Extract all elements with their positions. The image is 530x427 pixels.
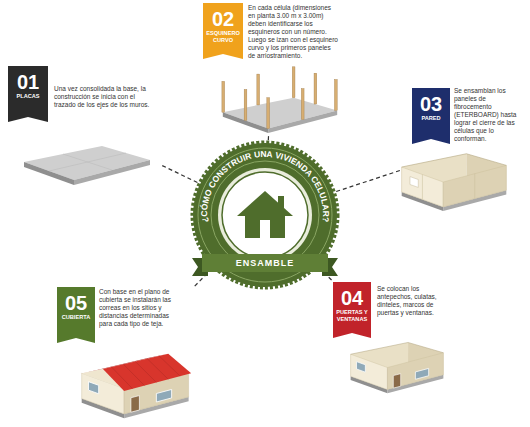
walls-illustration-part: [402, 167, 444, 207]
title-text-part: ¿CÓMO CONSTRUIR UNA VIVIENDA CELULAR?: [198, 149, 331, 223]
seal-badge-part: [211, 161, 319, 269]
walls-illustration-part: [422, 175, 423, 200]
slab-illustration-part: [24, 162, 74, 185]
roofed-house-illustration: [80, 346, 192, 419]
step-tag: 03PARED: [412, 88, 450, 144]
step-panel: Con base en el plano de cubierta se inst…: [57, 287, 198, 421]
step-number: 03: [412, 93, 450, 115]
step-tag: 02ESQUINERO CURVO: [203, 3, 243, 59]
step-panel: Una vez consolidada la base, la construc…: [8, 66, 160, 190]
step-description: En cada célula (dimensiones en planta 3.…: [246, 3, 340, 60]
roofed-house-illustration-part: [131, 396, 139, 413]
step-panel: Se colocan los antepechos, culatas, dint…: [333, 282, 449, 394]
seal-badge-part: [245, 212, 285, 238]
step-name: PUERTAS Y VENTANAS: [333, 309, 371, 322]
roofed-house-illustration-part: [111, 356, 180, 389]
roofed-house-illustration-part: [88, 382, 98, 394]
house-illustration-part: [387, 353, 443, 390]
step-number: 01: [8, 71, 48, 93]
posts-illustration-part: [222, 67, 337, 129]
house-illustration-part: [415, 368, 428, 379]
step-description: Se ensamblan los paneles de fibrocemento…: [452, 86, 524, 143]
step-number: 04: [333, 287, 371, 309]
seal-badge-part: [198, 148, 332, 282]
roofed-house-illustration-part-part: [159, 356, 180, 376]
posts-illustration: [221, 65, 339, 134]
step-description: Se colocan los antepechos, culatas, dint…: [375, 284, 449, 318]
seal-badge-part: [260, 220, 270, 238]
posts-illustration-part-part: [222, 81, 225, 112]
walls-illustration: [400, 152, 508, 212]
walls-illustration-part: [443, 165, 506, 207]
walls-illustration-part: [410, 177, 418, 188]
step-tag: 04PUERTAS Y VENTANAS: [333, 282, 371, 338]
seal-badge-part: [202, 254, 328, 272]
seal-badge: ENSAMBLE ¿CÓMO CONSTRUIR UNA VIVIENDA CE…: [190, 140, 340, 290]
house-illustration-part: [393, 374, 400, 388]
seal-badge-part: [278, 196, 284, 208]
slab-illustration-part: [74, 160, 150, 185]
seal-badge-part: [193, 143, 337, 287]
ribbon-label: ENSAMBLE: [202, 254, 328, 272]
posts-illustration-part-part: [257, 74, 260, 105]
dashed-connector: [268, 135, 270, 140]
walls-illustration-part: [402, 154, 507, 167]
seal-badge-part: [222, 172, 308, 258]
house-illustration: [349, 341, 445, 394]
dashed-connector: [160, 165, 197, 183]
step-panel: Se ensamblan los paneles de fibrocemento…: [400, 86, 524, 214]
posts-illustration-part-part: [292, 67, 295, 98]
house-illustration-part: [351, 342, 444, 354]
step-name: CUBIERTA: [57, 314, 95, 321]
slab-illustration-part: [49, 153, 126, 171]
posts-illustration-part: [223, 98, 337, 129]
seal-badge-part: [218, 168, 312, 262]
slab-illustration: [22, 140, 152, 186]
step-name: ESQUINERO CURVO: [203, 30, 243, 43]
title-text: ¿CÓMO CONSTRUIR UNA VIVIENDA CELULAR?: [198, 149, 331, 223]
posts-illustration-part-part: [267, 98, 270, 129]
posts-illustration-part-part: [314, 73, 317, 104]
posts-illustration-part-part: [301, 89, 304, 120]
step-tag: 01PLACAS: [8, 66, 48, 122]
step-number: 02: [203, 8, 243, 30]
step-description: Con base en el plano de cubierta se inst…: [97, 287, 183, 329]
step-number: 05: [57, 292, 95, 314]
posts-illustration-part-part: [334, 80, 337, 111]
slab-illustration-part: [63, 154, 112, 170]
walls-illustration-part: [474, 174, 475, 199]
step-name: PARED: [412, 115, 450, 122]
dashed-connector: [336, 171, 400, 192]
step-name: PLACAS: [8, 93, 48, 100]
posts-illustration-part-part: [244, 90, 247, 121]
step-panel: En cada célula (dimensiones en planta 3.…: [203, 3, 340, 135]
step-description: Una vez consolidada la base, la construc…: [52, 84, 160, 110]
slab-illustration-part: [24, 146, 150, 180]
roofed-house-illustration-part: [103, 354, 191, 391]
step-tag: 05CUBIERTA: [57, 287, 95, 343]
house-illustration-part: [351, 354, 388, 389]
house-illustration-part: [357, 362, 366, 373]
roofed-house-illustration-part: [156, 389, 171, 402]
